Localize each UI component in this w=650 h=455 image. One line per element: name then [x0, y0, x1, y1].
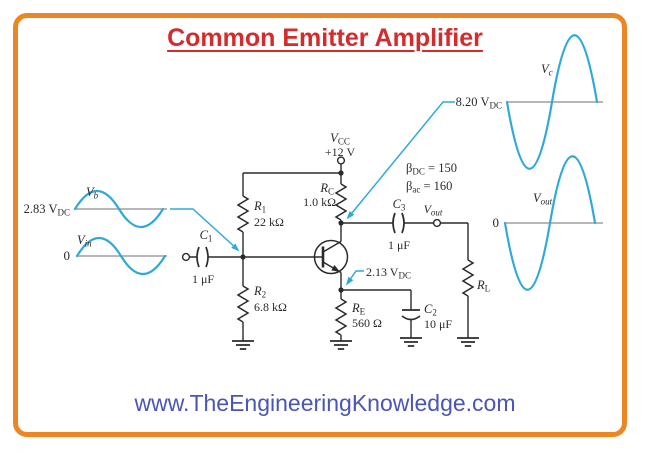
dc-level-283-label: 2.83 VDC [24, 202, 70, 218]
beta-dc-label: βDC = 150 [406, 161, 457, 177]
resistor-re [334, 298, 348, 336]
vin-zero-label: 0 [64, 248, 71, 263]
vc-leader-arrow [346, 211, 355, 220]
rc-value-label: 1.0 kΩ [303, 195, 336, 209]
c1-value-label: 1 μF [192, 272, 214, 286]
vcc-value-label: +12 V [325, 145, 356, 159]
vout-signal-label: Vout [533, 191, 553, 207]
beta-ac-label: βac = 160 [406, 179, 452, 195]
ground-symbol-c2 [400, 337, 422, 347]
ground-symbol-r2 [232, 340, 254, 350]
re-label: RE [351, 301, 366, 317]
r2-label: R2 [253, 284, 266, 300]
circuit-wires [189, 164, 469, 341]
c2-label: C2 [424, 302, 437, 318]
capacitor-c3 [392, 212, 405, 234]
ground-symbol-rl [457, 337, 479, 347]
vb-leader-line [170, 208, 238, 250]
dc-level-213-label: 2.13 VDC [366, 265, 411, 281]
c3-label: C3 [393, 197, 406, 213]
c3-value-label: 1 μF [388, 238, 410, 252]
ve-leader-arrow [346, 276, 354, 286]
capacitor-c1 [196, 246, 209, 268]
r1-label: R1 [253, 199, 266, 215]
transistor-collector-lead [322, 240, 342, 253]
transistor-npn [313, 239, 349, 275]
re-value-label: 560 Ω [352, 316, 382, 330]
resistor-r1 [236, 195, 250, 233]
vout-terminal-label: Vout [424, 202, 443, 218]
resistor-r2 [236, 285, 250, 323]
orange-border [13, 13, 627, 437]
vb-leader-arrow [231, 243, 240, 252]
vc-leader-line [348, 101, 455, 217]
input-terminal [181, 252, 191, 262]
page-title: Common Emitter Amplifier [167, 24, 483, 52]
node-collector [338, 220, 344, 226]
ground-symbol-re [330, 340, 352, 350]
capacitor-c2 [401, 309, 421, 321]
vb-waveform [73, 190, 165, 228]
c1-label: C1 [200, 228, 213, 244]
output-terminal [432, 218, 442, 228]
dc-level-820-label: 8.20 VDC [456, 95, 502, 111]
emitter-arrow [331, 265, 341, 272]
rl-label: RL [476, 278, 490, 294]
resistor-rl [461, 259, 475, 297]
vc-waveform [505, 34, 599, 170]
rc-label: RC [319, 181, 334, 197]
vcc-terminal [336, 156, 346, 165]
r2-value-label: 6.8 kΩ [254, 300, 287, 314]
node-base [240, 254, 246, 260]
watermark-url: www.TheEngineeringKnowledge.com [134, 390, 516, 416]
vin-signal-label: Vin [77, 233, 92, 249]
node-emitter [338, 287, 344, 293]
vc-signal-label: Vc [541, 62, 553, 78]
vcc-label: VCC [330, 131, 350, 147]
resistor-rc [334, 183, 348, 221]
vout-zero-label: 0 [493, 215, 500, 230]
node-vcc-rail [338, 170, 344, 176]
vb-signal-label: Vb [86, 185, 99, 201]
c2-value-label: 10 μF [424, 317, 452, 331]
r1-value-label: 22 kΩ [254, 215, 284, 229]
transistor-body [313, 239, 349, 275]
vout-waveform [503, 155, 597, 291]
vin-waveform [75, 237, 167, 275]
